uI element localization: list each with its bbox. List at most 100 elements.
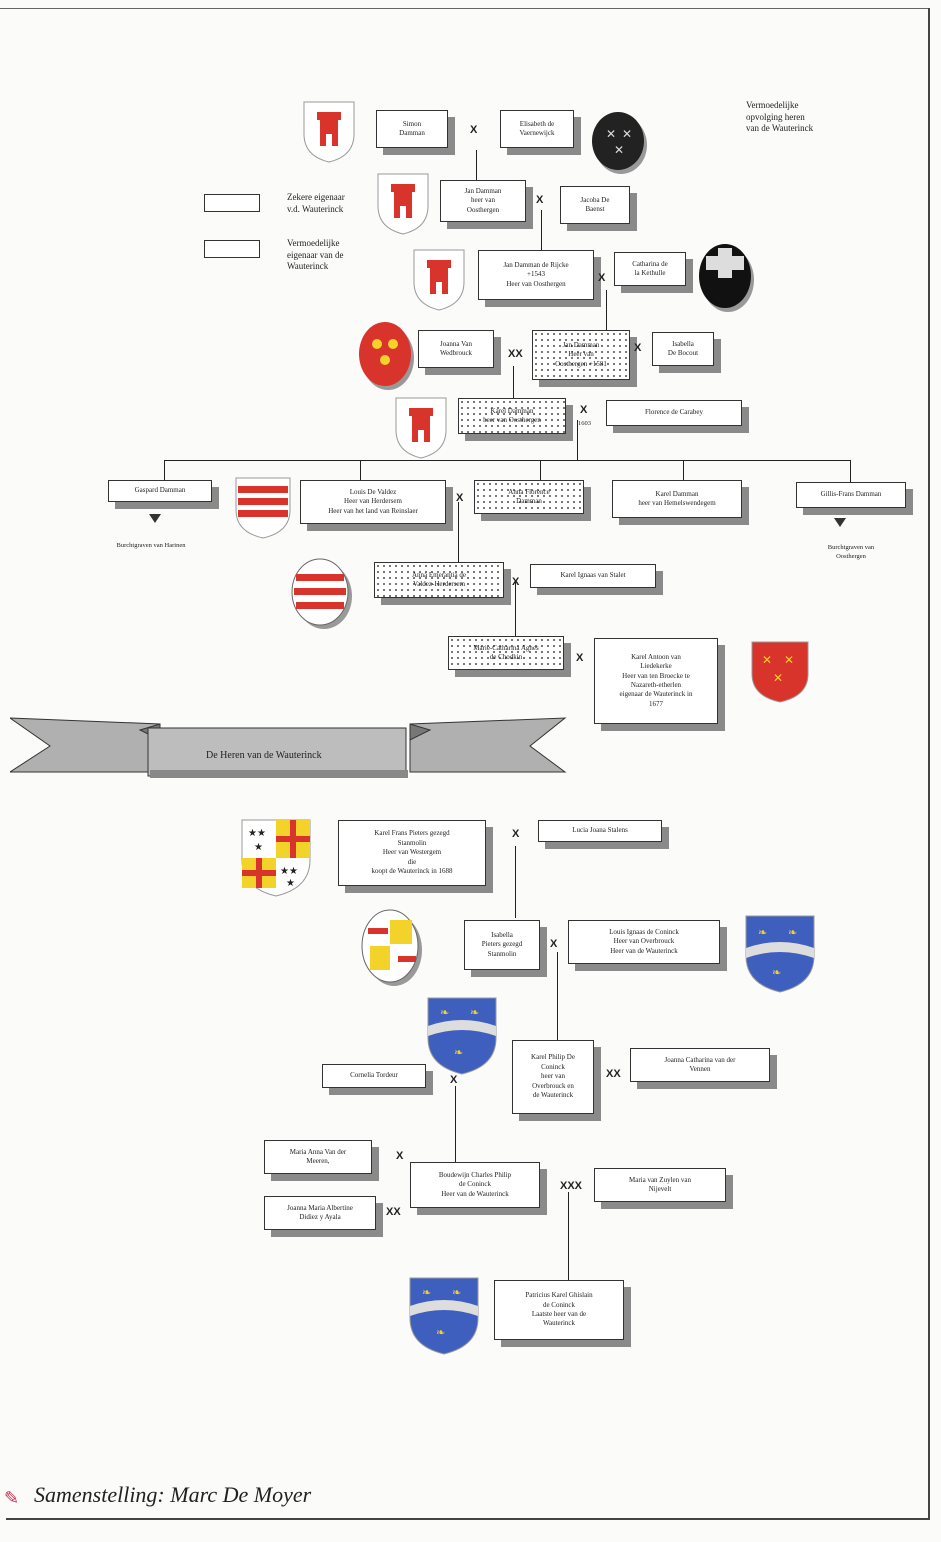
person-gaspard-damman: Gaspard Damman — [108, 480, 212, 502]
coat-of-arms-damman-tower-4-icon — [395, 397, 447, 459]
line-child-1 — [164, 460, 165, 482]
svg-text:★★: ★★ — [248, 828, 266, 839]
date-1603: 1603 — [578, 420, 591, 427]
legend-swatch-certain — [204, 194, 260, 212]
marriage-mark: X — [634, 342, 642, 354]
line-gen5-down — [577, 420, 578, 460]
line-child-4 — [683, 460, 684, 482]
svg-text:✕: ✕ — [773, 671, 783, 685]
line-child-2 — [360, 460, 361, 482]
person-karel-ignaas-van-stalet: Karel Ignaas van Stalet — [530, 564, 656, 588]
svg-text:❧: ❧ — [440, 1007, 449, 1019]
svg-text:★: ★ — [254, 842, 263, 853]
coat-of-arms-wedbrouck-icon — [359, 322, 414, 390]
page-top-border — [0, 8, 928, 9]
marriage-mark: X — [450, 1074, 458, 1086]
legend-swatch-presumed — [204, 240, 260, 258]
marriage-mark: X — [536, 194, 544, 206]
marriage-mark: XX — [606, 1068, 621, 1080]
svg-text:✕: ✕ — [784, 653, 794, 667]
arrow-gaspard — [149, 514, 161, 523]
coat-of-arms-valdez-oval-icon — [291, 558, 352, 629]
coat-of-arms-coninck-2-icon: ❧ ❧ ❧ — [427, 997, 497, 1075]
svg-text:❧: ❧ — [422, 1287, 431, 1299]
svg-text:★: ★ — [286, 878, 295, 889]
svg-text:❧: ❧ — [788, 927, 797, 939]
line-gen3 — [606, 290, 607, 334]
line-gen2 — [541, 210, 542, 256]
footer-credit: Samenstelling: Marc De Moyer — [34, 1482, 312, 1507]
line-child-3 — [540, 460, 541, 482]
line-b-gen2 — [557, 952, 558, 1040]
coat-of-arms-kethulle-icon — [699, 244, 754, 312]
svg-text:❧: ❧ — [436, 1327, 445, 1339]
svg-text:❧: ❧ — [454, 1047, 463, 1059]
coat-of-arms-coninck-3-icon: ❧❧❧ — [409, 1277, 479, 1355]
page-frame — [6, 8, 930, 1520]
svg-text:✕: ✕ — [614, 143, 624, 157]
person-florence-de-carabey: Florence de Carabey — [606, 400, 742, 426]
coat-of-arms-stanmolin-oval-icon — [361, 909, 422, 986]
marriage-mark: X — [598, 272, 606, 284]
marriage-mark: X — [576, 652, 584, 664]
coat-of-arms-coninck-1-icon: ❧ ❧ ❧ — [745, 915, 815, 993]
note-gaspard: Burchtgraven van Harinen — [116, 542, 186, 549]
svg-text:✕: ✕ — [606, 127, 616, 141]
coat-of-arms-stanmolin-icon: ★★★ ★★★ — [241, 819, 311, 897]
line-gen1 — [476, 150, 477, 182]
line-gen6 — [458, 502, 459, 564]
svg-text:❧: ❧ — [758, 927, 767, 939]
coat-of-arms-damman-tower-3-icon — [413, 249, 465, 311]
pen-icon: ✎ — [4, 1488, 20, 1508]
marriage-mark: X — [550, 938, 558, 950]
svg-text:✕: ✕ — [762, 653, 772, 667]
svg-text:❧: ❧ — [772, 967, 781, 979]
line-gen7 — [515, 580, 516, 638]
coat-of-arms-damman-tower-icon — [303, 101, 355, 163]
line-children-bar — [164, 460, 850, 461]
person-cornelia-tordeur: Cornelia Tordeur — [322, 1064, 426, 1088]
banner-ribbon — [10, 717, 567, 778]
diagram-title: Vermoedelijke opvolging heren van de Wau… — [746, 100, 814, 134]
svg-text:✕: ✕ — [622, 127, 632, 141]
person-gillis-frans-damman: Gillis-Frans Damman — [796, 482, 906, 508]
coat-of-arms-liedekerke-icon: ✕✕✕ — [751, 641, 809, 703]
svg-text:❧: ❧ — [470, 1007, 479, 1019]
marriage-mark: XX — [386, 1206, 401, 1218]
svg-text:★★: ★★ — [280, 866, 298, 877]
person-lucia-joana-stalens: Lucia Joana Stalens — [538, 820, 662, 842]
coat-of-arms-valdez-icon — [235, 477, 291, 539]
marriage-mark: X — [580, 404, 588, 416]
line-gen4 — [513, 366, 514, 398]
line-b-gen3 — [455, 1086, 456, 1162]
line-b-gen4 — [568, 1192, 569, 1280]
line-child-5 — [850, 460, 851, 482]
arrow-gillis — [834, 518, 846, 527]
line-b-gen1 — [515, 846, 516, 918]
